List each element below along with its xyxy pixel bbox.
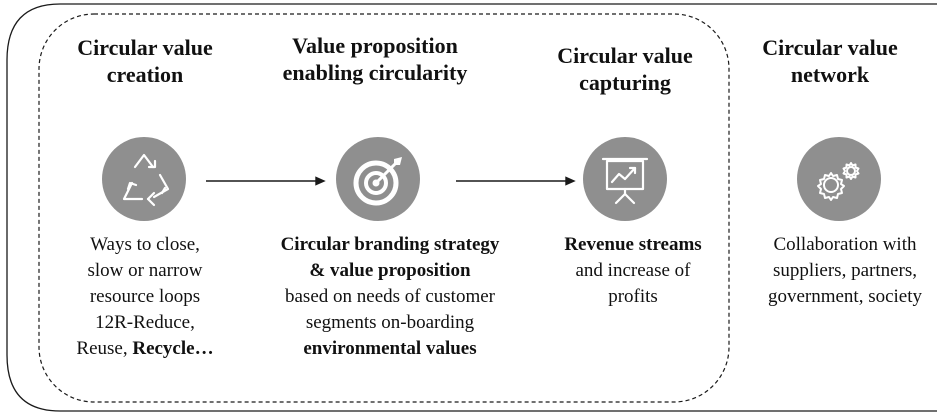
text-bold-line: Circular branding strategy (280, 234, 500, 255)
column-text-creation: Ways to close, slow or narrow resource l… (40, 232, 250, 362)
text-line: profits (608, 286, 658, 307)
text-bold: Recycle… (132, 338, 214, 359)
column-text-proposition: Circular branding strategy & value propo… (245, 232, 535, 362)
text-line: and increase of (575, 260, 691, 281)
text-line: 12R-Reduce, (95, 312, 195, 333)
arrow-1 (206, 176, 326, 186)
text-line: Revenue streams (540, 232, 726, 258)
text-line: Ways to close, (90, 234, 200, 255)
text-normal: Reuse, (76, 338, 133, 359)
text-line: government, society (767, 286, 923, 307)
gears-icon (797, 137, 881, 221)
column-title-proposition: Value proposition enabling circularity (282, 33, 468, 85)
text-line: suppliers, partners, (772, 260, 918, 281)
column-text-capturing: Revenue streams and increase of profits (540, 232, 726, 310)
arrow-2 (456, 176, 576, 186)
text-line: resource loops (89, 286, 201, 307)
text-line: based on needs of customer (285, 286, 495, 307)
presentation-chart-icon (583, 137, 667, 221)
text-bold-line: environmental values (303, 338, 477, 359)
column-title-capturing: Circular value capturing (557, 43, 693, 95)
target-arrow-icon (336, 137, 420, 221)
text-line: segments on-boarding (305, 312, 475, 333)
text-line: Reuse, Recycle… (40, 336, 250, 362)
text-bold: Revenue streams (564, 234, 702, 255)
text-line: slow or narrow (87, 260, 203, 281)
text-bold-line: & value proposition (309, 260, 471, 281)
column-text-network: Collaboration with suppliers, partners, … (745, 232, 937, 310)
column-title-network: Circular value network (762, 35, 898, 87)
column-title-creation: Circular value creation (77, 35, 213, 87)
text-line: Collaboration with (773, 234, 917, 255)
dashed-group-frame (38, 13, 730, 403)
recycle-icon (102, 137, 186, 221)
